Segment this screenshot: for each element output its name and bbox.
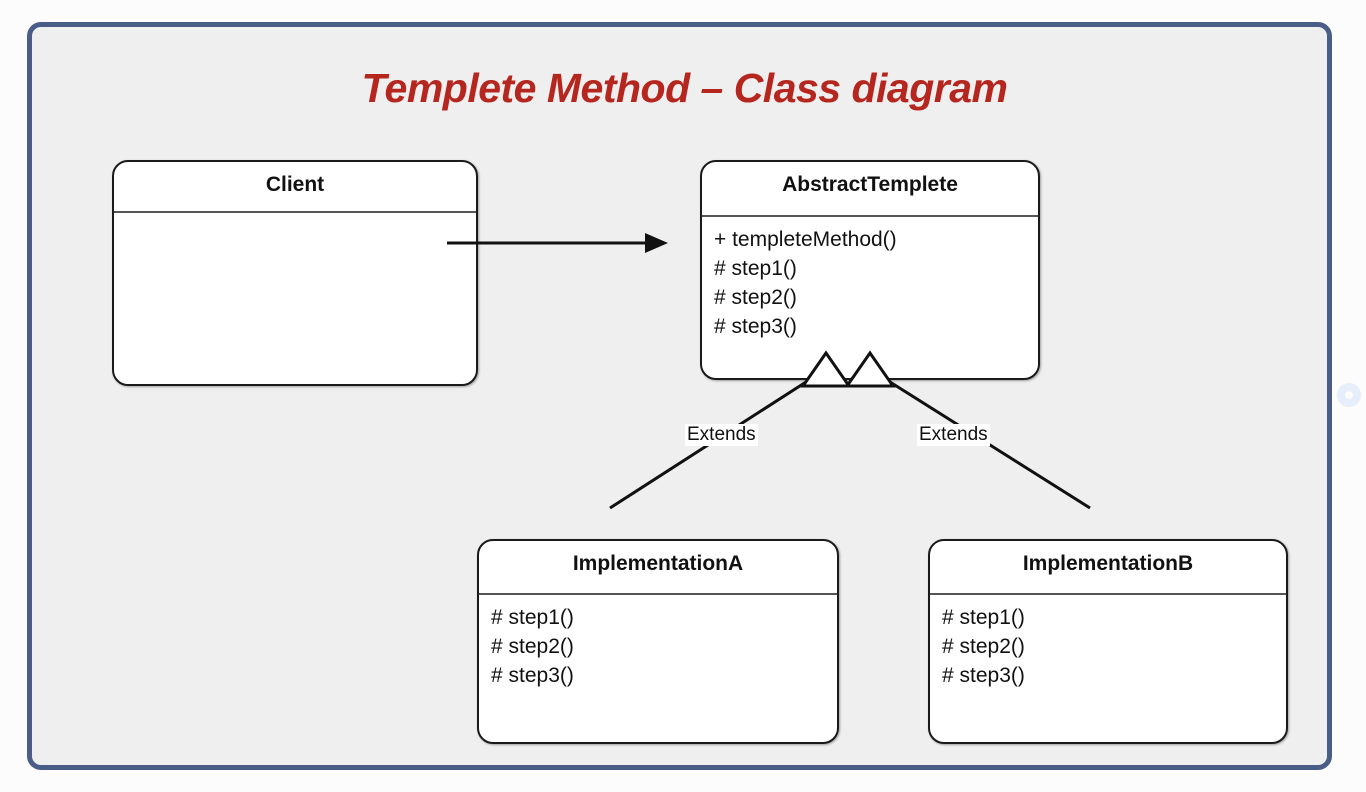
edge-label-extends-right: Extends xyxy=(917,424,990,446)
class-box-client[interactable]: Client xyxy=(112,160,478,386)
class-box-implementation-b[interactable]: ImplementationB # step1() # step2() # st… xyxy=(928,539,1288,744)
class-name-client: Client xyxy=(265,173,325,196)
edge-label-extends-left: Extends xyxy=(685,424,758,446)
member-row: # step3() xyxy=(491,664,574,687)
member-row: # step3() xyxy=(714,315,797,338)
class-divider xyxy=(479,593,837,595)
class-box-implementation-a[interactable]: ImplementationA # step1() # step2() # st… xyxy=(477,539,839,744)
class-members-implementation-b: # step1() # step2() # step3() xyxy=(942,603,1278,690)
class-members-abstract-templete: + templeteMethod() # step1() # step2() #… xyxy=(714,225,1030,341)
class-divider xyxy=(114,211,476,213)
member-row: # step1() xyxy=(714,257,797,280)
diagram-frame: Templete Method – Class diagram Client A… xyxy=(27,22,1332,770)
class-divider xyxy=(930,593,1286,595)
class-members-implementation-a: # step1() # step2() # step3() xyxy=(491,603,829,690)
class-divider xyxy=(702,215,1038,217)
decorative-dot-icon xyxy=(1337,383,1361,407)
class-box-abstract-templete[interactable]: AbstractTemplete + templeteMethod() # st… xyxy=(700,160,1040,380)
class-name-abstract-templete: AbstractTemplete xyxy=(782,173,958,196)
member-row: # step2() xyxy=(491,635,574,658)
member-row: # step3() xyxy=(942,664,1025,687)
member-row: # step2() xyxy=(942,635,1025,658)
member-row: # step1() xyxy=(491,606,574,629)
member-row: + templeteMethod() xyxy=(714,228,897,251)
member-row: # step2() xyxy=(714,286,797,309)
class-name-implementation-a: ImplementationA xyxy=(572,552,744,575)
member-row: # step1() xyxy=(942,606,1025,629)
page-title: Templete Method – Class diagram xyxy=(361,65,1009,111)
class-name-implementation-b: ImplementationB xyxy=(1022,552,1194,575)
